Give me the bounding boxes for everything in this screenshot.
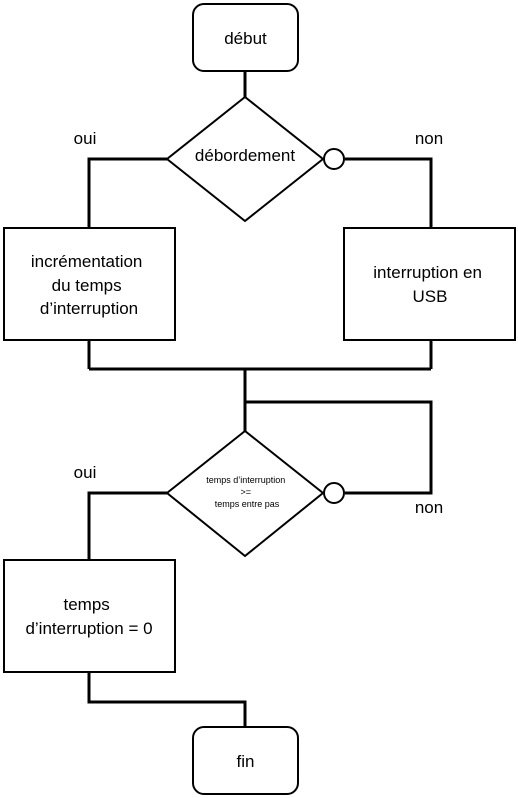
edge-time-yes xyxy=(87,491,167,560)
time-no-label: non xyxy=(415,498,443,517)
usb-interrupt-label-line-2: USB xyxy=(413,287,448,306)
edge-overflow-yes xyxy=(87,157,167,228)
connectors xyxy=(87,71,433,727)
overflow-no-connector-circle xyxy=(323,148,345,170)
time-decision-line-3: temps entre pas xyxy=(215,499,280,509)
increment-label-line-1: incrémentation xyxy=(31,252,143,271)
edge-overflow-no xyxy=(345,157,433,228)
usb-interrupt-label: interruption en USB xyxy=(373,263,486,306)
time-no-connector-circle xyxy=(323,482,345,504)
reset-label: temps d’interruption = 0 xyxy=(25,595,152,638)
reset-node xyxy=(3,559,176,673)
time-decision-node xyxy=(165,429,325,558)
end-node xyxy=(192,726,299,795)
end-label: fin xyxy=(237,752,255,771)
time-decision-line-2: >= xyxy=(240,487,251,497)
time-yes-label: oui xyxy=(74,463,97,482)
reset-label-line-2: d’interruption = 0 xyxy=(25,619,152,638)
overflow-no-label: non xyxy=(415,129,443,148)
overflow-decision-node xyxy=(165,95,325,223)
increment-label-line-3: d’interruption xyxy=(40,299,138,318)
increment-label-line-2: du temps xyxy=(52,276,122,295)
usb-interrupt-node xyxy=(343,227,516,341)
start-node xyxy=(192,3,299,72)
increment-node xyxy=(3,227,176,341)
increment-label: incrémentation du temps d’interruption xyxy=(31,252,147,318)
edge-time-no-loop xyxy=(245,400,433,495)
start-label: début xyxy=(224,29,267,48)
time-decision-line-1: temps d’interruption xyxy=(206,475,285,485)
overflow-yes-label: oui xyxy=(74,129,97,148)
reset-label-line-1: temps xyxy=(63,595,109,614)
usb-interrupt-label-line-1: interruption en xyxy=(373,263,482,282)
overflow-decision-label: débordement xyxy=(195,146,295,165)
edge-reset-to-end xyxy=(87,672,247,727)
time-decision-label: temps d’interruption >= temps entre pas xyxy=(206,475,288,509)
